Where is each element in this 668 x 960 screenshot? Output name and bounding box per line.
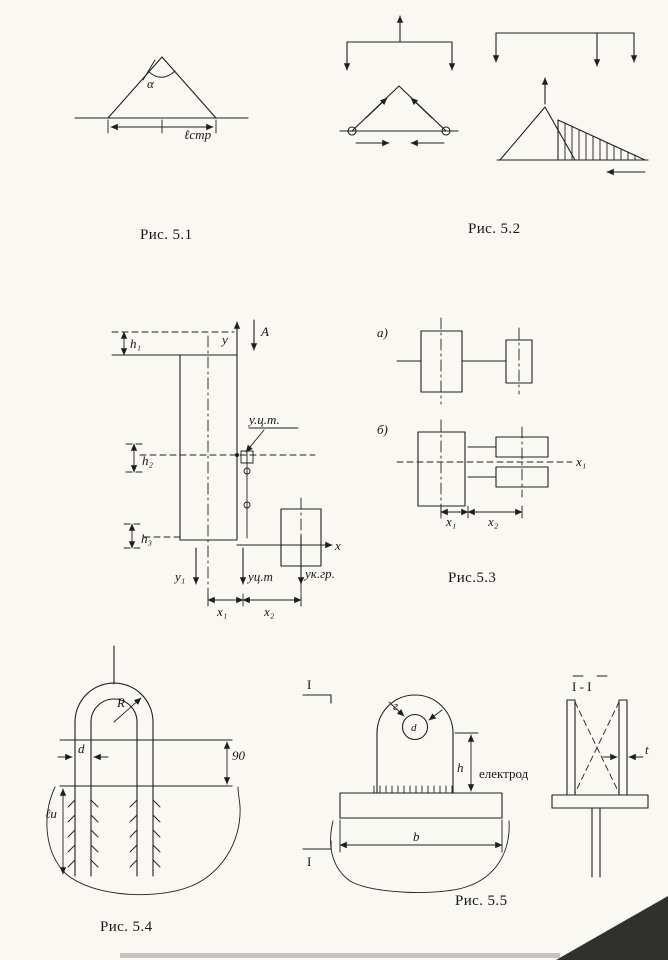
fig-5-3-caption: Рис.5.3 — [448, 570, 496, 586]
x1-axis-label: x₁ — [575, 454, 586, 469]
hatch-lines — [564, 122, 636, 161]
radius-leader-right — [428, 709, 443, 721]
scheme-centerlines — [440, 317, 523, 519]
angle-arc — [148, 70, 176, 78]
bracket-plate — [240, 450, 254, 464]
scheme-x1-label: x₁ — [445, 514, 456, 529]
x1-label: x₁ — [216, 604, 227, 619]
scheme-a-label: а) — [377, 325, 388, 340]
apex-slash — [142, 59, 156, 81]
reference-dashed-lines — [111, 331, 316, 549]
cut-mark-top-label: I — [307, 677, 311, 692]
radius-leader-left — [388, 701, 405, 717]
centroid-label: у.ц.т. — [247, 412, 280, 427]
corner-shadow — [556, 896, 668, 960]
fig-5-3-schemes: а) б) x₁ x₁ x₂ Рис.5.3 — [377, 317, 586, 586]
section-cut-marks — [302, 694, 332, 850]
bracket-pin-lower — [243, 501, 251, 509]
support-hinge-right — [441, 126, 451, 136]
alpha-label: α — [147, 76, 155, 91]
truss-triangle-2 — [351, 85, 447, 132]
fig-5-4-caption: Рис. 5.4 — [100, 919, 153, 935]
y-kgr-label: ук.гр. — [303, 566, 335, 581]
b-label: b — [413, 829, 420, 844]
scan-artifacts — [120, 896, 668, 960]
lug-outline — [376, 694, 454, 794]
fig-5-4: R d 90 ℓи Рис. 5.4 — [45, 645, 246, 935]
t-label: t — [645, 742, 649, 757]
weld-hatch — [373, 785, 453, 794]
force-a-label: А — [260, 324, 269, 339]
base-plate — [339, 792, 503, 819]
loop-legs — [74, 721, 154, 877]
h1-label: h₁ — [130, 336, 141, 351]
section-label: I - I — [572, 679, 592, 694]
fig-5-2: Рис. 5.2 — [339, 15, 649, 237]
x-axis-label: x — [334, 538, 341, 553]
support-hinge-left — [347, 126, 357, 136]
bottom-edge-smudge — [120, 953, 560, 958]
centroid-leader-arrow — [245, 429, 265, 453]
lug-hole — [401, 713, 429, 741]
fig-5-1: α ℓстр Рис. 5.1 — [74, 56, 249, 243]
torn-concrete-outline — [46, 786, 241, 896]
hole-radius-label: г — [393, 698, 398, 713]
hole-diameter-label: d — [411, 722, 417, 734]
slope-force-arrow-left — [365, 97, 388, 119]
scheme-a-rect-large — [420, 330, 463, 393]
diameter-label: d — [78, 741, 85, 756]
scheme-x2-label: x₂ — [487, 514, 499, 529]
fig-5-2-caption: Рис. 5.2 — [468, 221, 520, 237]
slope-force-arrow-right — [410, 97, 433, 119]
section-base-plate — [551, 794, 649, 809]
bracket-pin-upper — [243, 467, 251, 475]
y-ct-label: уц.т — [246, 569, 273, 584]
electrode-label: електрод — [479, 766, 529, 781]
load-shape-outline — [496, 106, 649, 161]
column-outline — [179, 354, 238, 541]
scheme-connectors — [396, 360, 507, 478]
b-extension-lines — [339, 819, 503, 853]
h3-label: h₃ — [141, 531, 152, 546]
torn-member-outline — [330, 820, 510, 893]
section-stem — [591, 807, 601, 878]
truss-triangle — [107, 56, 217, 119]
scheme-b-rect-large — [417, 431, 466, 507]
y-axis-label: у — [220, 332, 228, 347]
embedment-hatch — [67, 799, 161, 868]
scheme-a-rect-small — [505, 339, 533, 384]
h-label: h — [457, 760, 464, 775]
section-plates — [566, 699, 628, 796]
dim-90-label: 90 — [232, 748, 246, 763]
span-label: ℓстр — [184, 127, 212, 142]
cut-mark-bottom-label: I — [307, 854, 311, 869]
section-cross-bracing — [574, 701, 620, 794]
radius-leader-arrow — [113, 697, 142, 723]
x2-label: x₂ — [263, 604, 275, 619]
radius-label: R — [116, 695, 125, 710]
scheme-b-label: б) — [377, 422, 388, 437]
embed-length-label: ℓи — [45, 806, 57, 821]
fig-5-5-caption: Рис. 5.5 — [455, 893, 507, 909]
fig-5-5: I I d г h електрод b Рис. 5.5 I - I t — [302, 675, 649, 909]
h2-label: h₂ — [142, 453, 154, 468]
fig-5-1-caption: Рис. 5.1 — [140, 227, 192, 243]
centroid-point — [235, 453, 239, 457]
y1-label: у₁ — [173, 569, 185, 584]
loop-arcs — [74, 682, 154, 723]
fig-5-3-column: у А h₁ h₂ h₃ у.ц.т. x ук.гр. у₁ уц.т x₁ … — [111, 319, 341, 619]
slab-band-lines — [59, 739, 233, 787]
